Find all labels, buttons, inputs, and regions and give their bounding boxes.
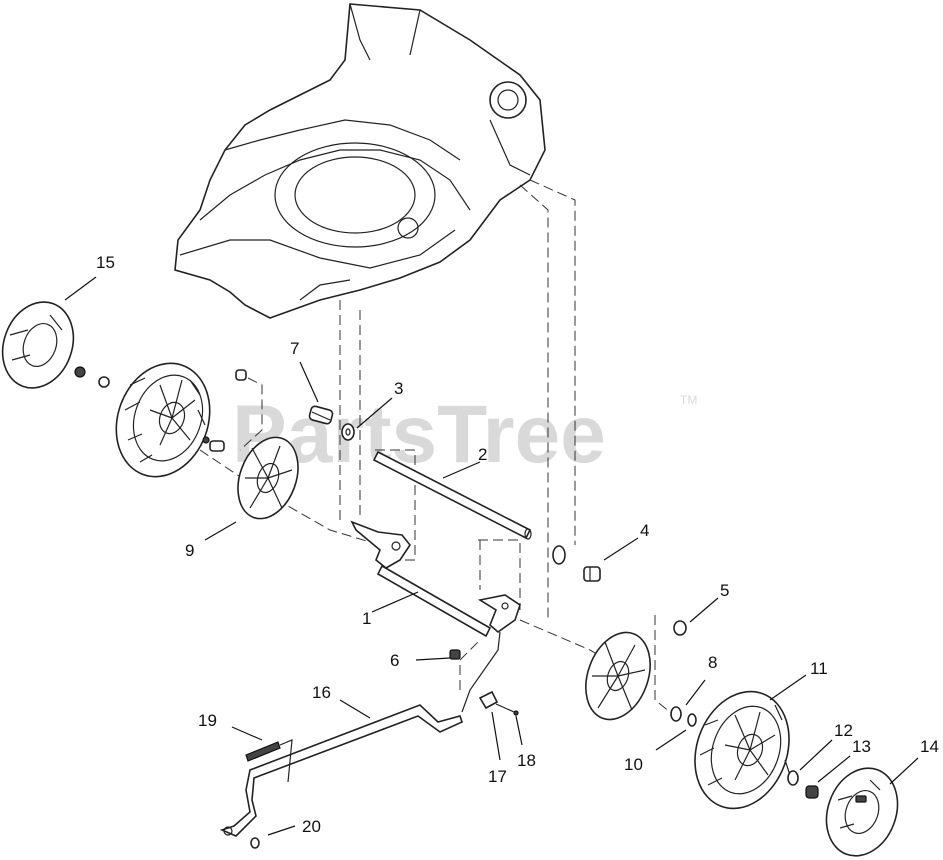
callout-16: 16 xyxy=(312,683,331,702)
height-adjust-lever xyxy=(219,704,463,837)
callout-5: 5 xyxy=(720,581,729,600)
nut-5 xyxy=(673,620,687,636)
callout-9: 9 xyxy=(185,541,194,560)
left-wheel xyxy=(115,362,211,478)
callout-14: 14 xyxy=(920,737,939,756)
callout-12: 12 xyxy=(834,721,853,740)
spring xyxy=(245,739,293,783)
left-gear-cover xyxy=(237,436,299,520)
callout-11: 11 xyxy=(810,659,828,678)
watermark-tm: TM xyxy=(680,393,697,407)
bushing xyxy=(308,405,334,425)
callout-7: 7 xyxy=(290,339,299,358)
washer-nut-12-13 xyxy=(787,770,819,799)
callout-13: 13 xyxy=(852,737,871,756)
callout-10: 10 xyxy=(624,755,643,774)
callout-8: 8 xyxy=(708,653,717,672)
leader-lines xyxy=(64,276,919,836)
callout-1: 1 xyxy=(362,609,371,628)
callout-2: 2 xyxy=(478,445,487,464)
right-gear-cover xyxy=(585,631,651,721)
mower-deck xyxy=(174,3,546,319)
axle-bracket-assembly xyxy=(350,520,521,713)
lever-clip xyxy=(478,690,519,716)
left-spacers xyxy=(202,369,247,452)
left-nut-washer xyxy=(74,366,110,388)
nut-6 xyxy=(449,649,461,660)
washer xyxy=(341,423,355,441)
callout-20: 20 xyxy=(302,817,321,836)
washers-8-10 xyxy=(670,706,697,727)
left-hubcap xyxy=(1,301,75,389)
callout-19: 19 xyxy=(198,711,217,730)
callout-15: 15 xyxy=(96,253,115,272)
axle-rod xyxy=(372,450,532,540)
right-wheel xyxy=(694,690,791,810)
callout-18: 18 xyxy=(517,751,536,770)
cotter-pin xyxy=(250,837,260,849)
callout-4: 4 xyxy=(640,521,649,540)
callout-3: 3 xyxy=(394,379,403,398)
callout-6: 6 xyxy=(390,651,399,670)
washer-nut-4 xyxy=(552,545,601,582)
right-hubcap xyxy=(825,767,899,857)
callouts: 1 2 3 4 5 6 7 8 9 10 11 12 13 14 15 16 1… xyxy=(96,253,939,836)
callout-17: 17 xyxy=(488,767,507,786)
